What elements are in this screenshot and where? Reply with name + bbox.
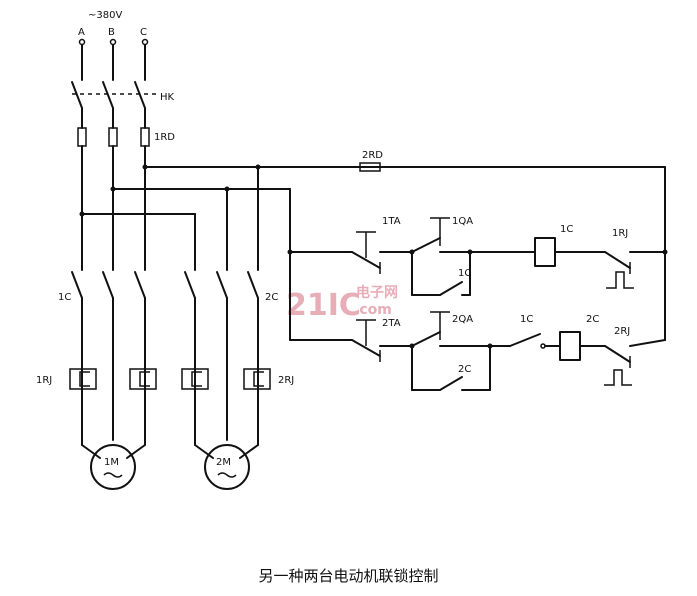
switch-label: HK [160, 92, 175, 103]
main-lines [81, 44, 146, 81]
contactor-1-label: 1C [58, 292, 71, 303]
coil-1c-label: 1C [560, 224, 573, 235]
power-bus [79, 145, 666, 271]
terminal-c [141, 38, 149, 46]
overload-2-label: 2RJ [278, 375, 294, 386]
fuse-main-label: 1RD [154, 132, 175, 143]
terminal-b [109, 38, 117, 46]
diagram-caption: 另一种两台电动机联锁控制 [258, 567, 439, 585]
motor-1-label: 1M [104, 457, 119, 468]
control-circuit: 1TA 1QA 1C 1C 1RJ 2TA [287, 166, 668, 391]
phase-a-label: A [78, 27, 85, 38]
supply-label: ~380V [88, 10, 122, 21]
stop-1-label: 1TA [382, 216, 401, 227]
phase-b-label: B [108, 27, 115, 38]
watermark-cn: 电子网 [356, 284, 398, 301]
watermark-com: .com [354, 302, 392, 318]
fuse-ctrl-label: 2RD [362, 150, 383, 161]
ol-contact-2-label: 2RJ [614, 326, 630, 337]
start-1-label: 1QA [452, 216, 473, 227]
phase-c-label: C [140, 27, 147, 38]
motor-feeds [81, 297, 259, 459]
aux-1c-label: 1C [458, 268, 471, 279]
start-2-label: 2QA [452, 314, 473, 325]
main-contacts: 1C 2C [58, 271, 278, 303]
fuse-1rd: 1RD [77, 127, 175, 147]
terminal-a [78, 38, 86, 46]
thermal-relays: 1RJ 2RJ [36, 368, 294, 390]
motor-1m: 1M [90, 444, 136, 490]
motor-2m: 2M [204, 444, 250, 490]
motor-2-label: 2M [216, 457, 231, 468]
lines-to-fuse [81, 107, 146, 129]
aux-2c-label: 2C [458, 364, 471, 375]
overload-1-label: 1RJ [36, 375, 52, 386]
coil-2c-label: 2C [586, 314, 599, 325]
stop-2-label: 2TA [382, 318, 401, 329]
watermark-main: 21IC [286, 288, 361, 323]
contactor-2-label: 2C [265, 292, 278, 303]
supply-terminals: ~380V A B C [78, 10, 149, 46]
fuse-2rd: 2RD [359, 150, 383, 172]
interlock-1c-label: 1C [520, 314, 533, 325]
watermark: 21IC 电子网 .com [286, 284, 398, 323]
knife-switch-hk: HK [71, 81, 175, 109]
ol-contact-1-label: 1RJ [612, 228, 628, 239]
